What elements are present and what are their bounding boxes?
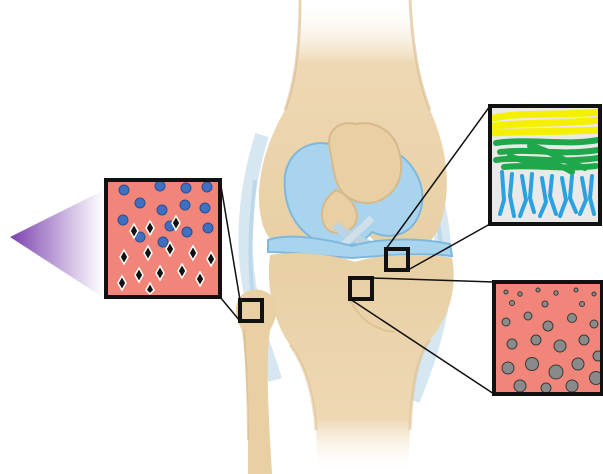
callout-cartilage-layers [490,106,600,224]
layer-yellow [494,112,600,133]
callout-left-tissue [106,180,220,297]
fibula [236,290,277,474]
purple-wedge [10,190,104,298]
callout-bone-particles [494,282,603,394]
